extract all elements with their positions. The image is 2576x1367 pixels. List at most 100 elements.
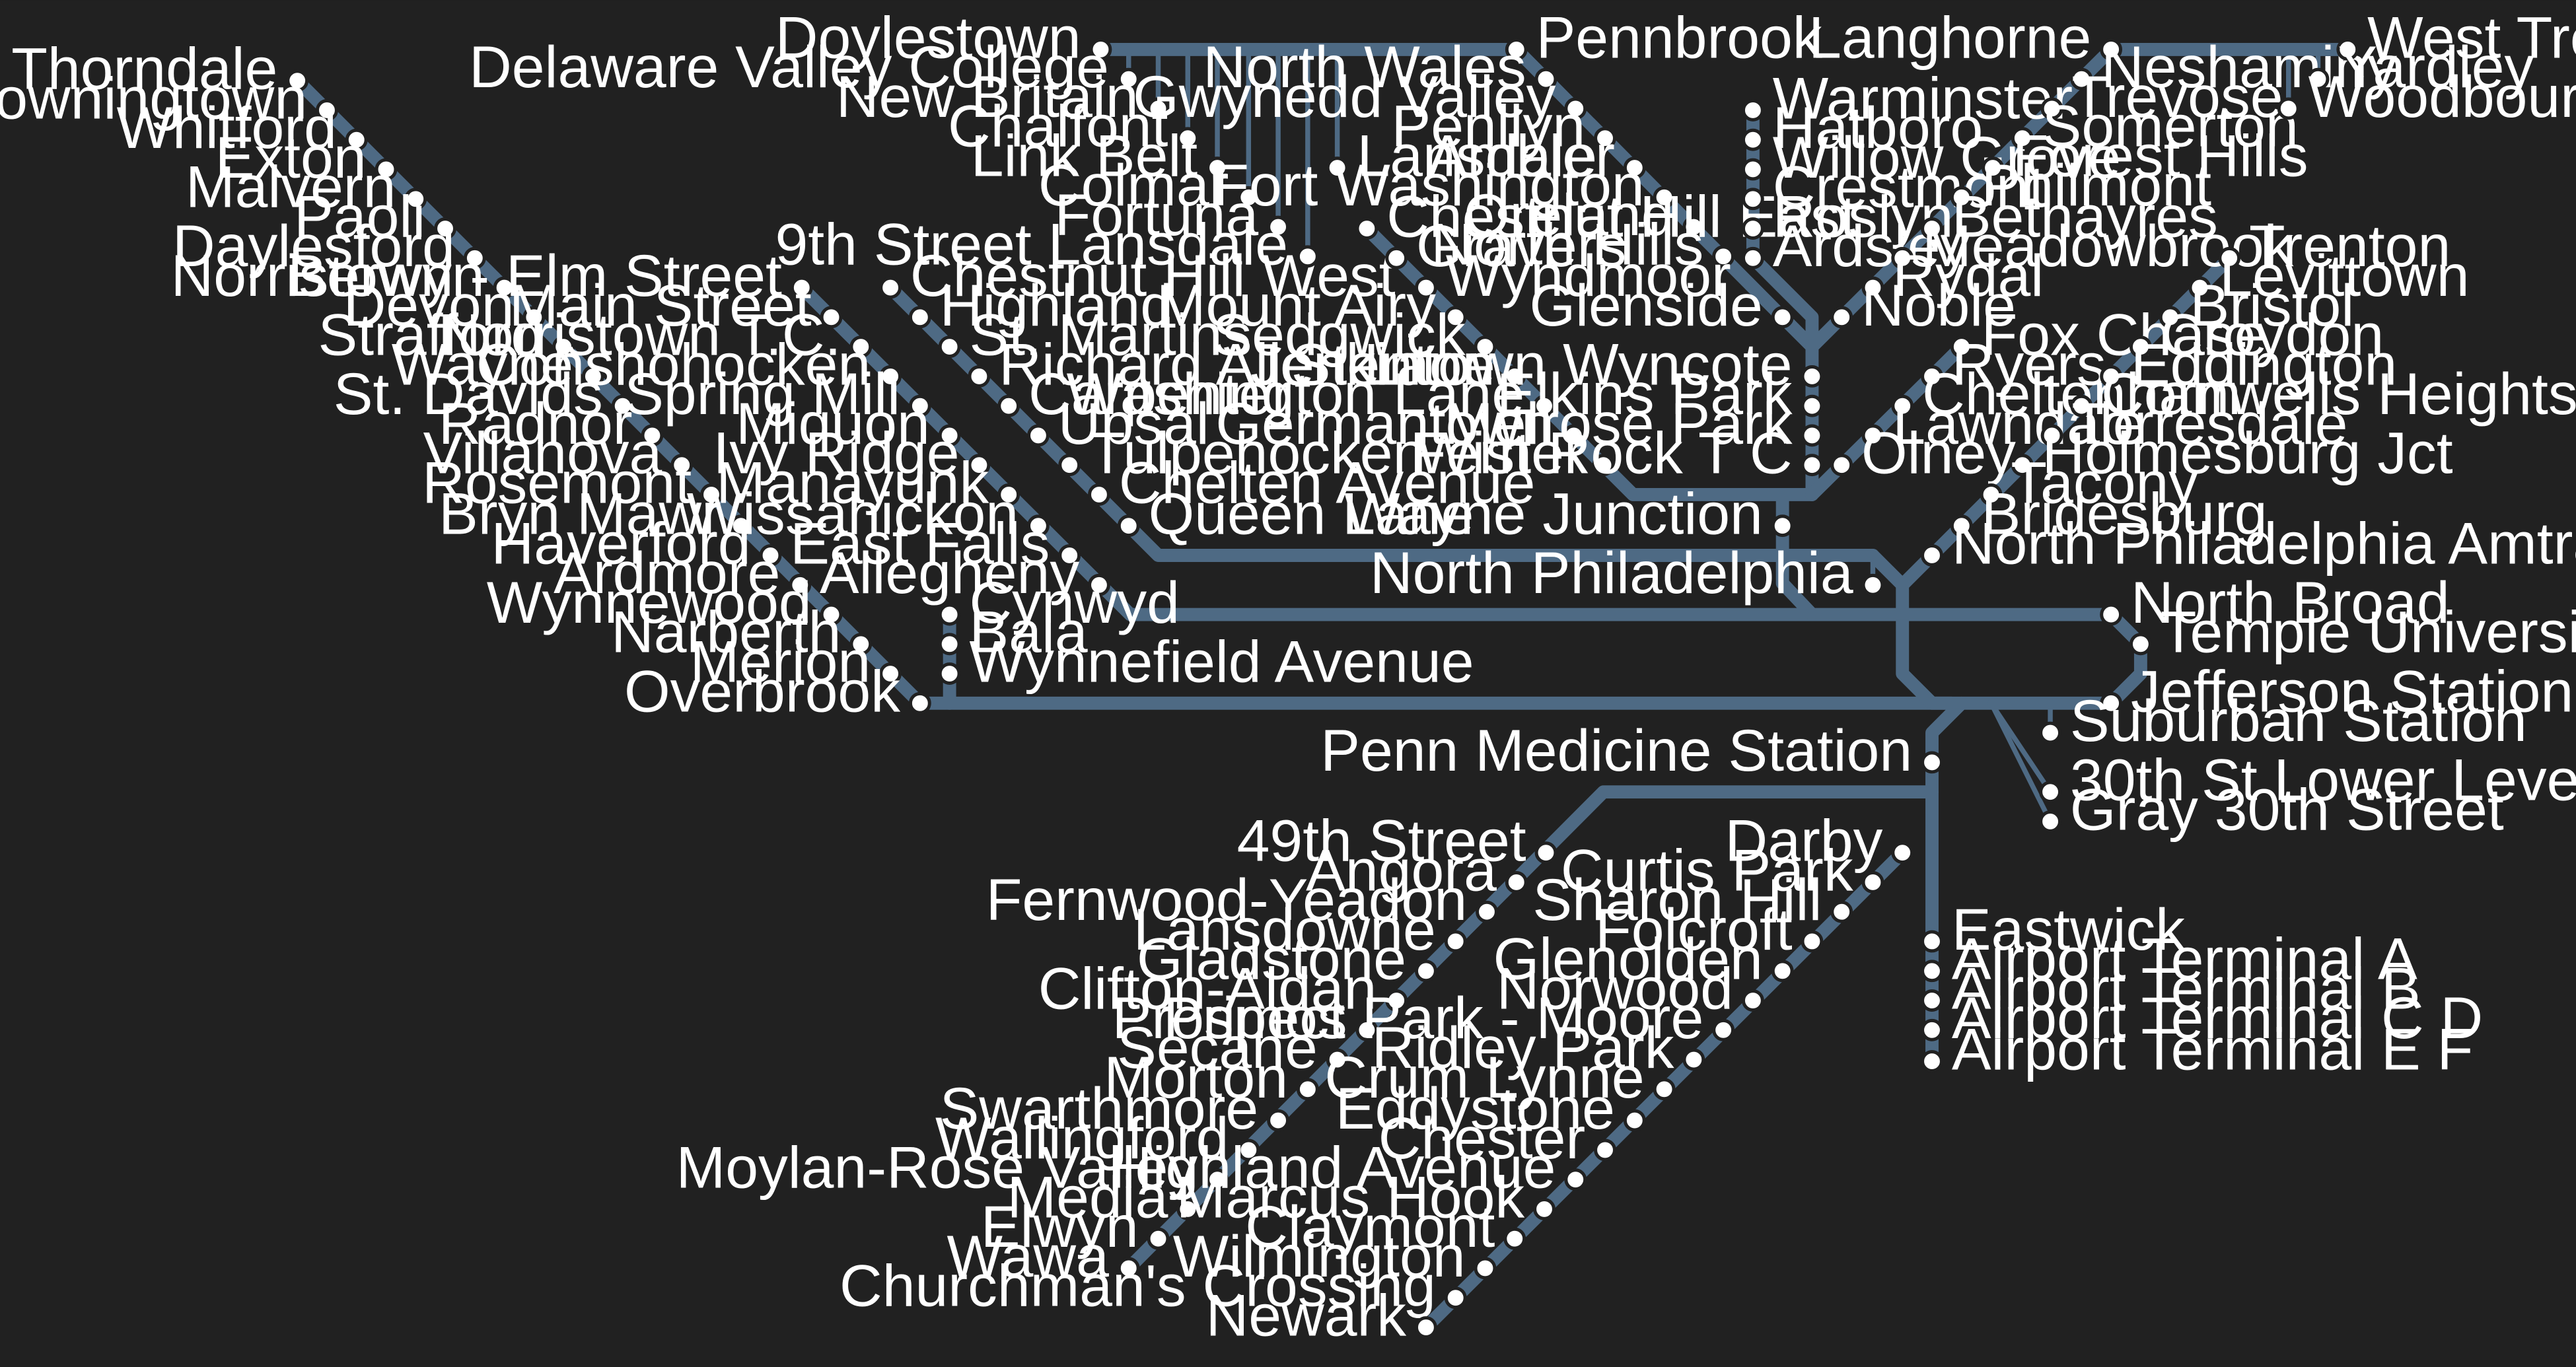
station-dot[interactable] (2188, 276, 2211, 299)
station-mount-airy[interactable]: Mount Airy (1157, 272, 1467, 338)
station-yardley[interactable]: Yardley (2307, 34, 2534, 100)
station-wynnewood[interactable]: Wynnewood (487, 569, 843, 635)
station-germantown[interactable]: Germantown (1215, 390, 1585, 456)
station-dot[interactable] (1891, 841, 1914, 864)
station-primos[interactable]: Primos (1163, 985, 1378, 1051)
station-dot[interactable] (404, 188, 427, 211)
station-pennbrook[interactable]: Pennbrook (1505, 4, 1822, 70)
station-east-falls[interactable]: East Falls (790, 510, 1081, 576)
station-gray-30th-street[interactable]: Gray 30th Street (2039, 776, 2504, 842)
station-dot[interactable] (790, 276, 813, 299)
station-dot[interactable] (1534, 841, 1557, 864)
station-dot[interactable] (1296, 1078, 1319, 1101)
station-jenkintown-wyncote[interactable]: Jenkintown Wyncote (1250, 331, 1824, 397)
station-dot[interactable] (938, 662, 961, 685)
station-morton[interactable]: Morton (1104, 1044, 1319, 1110)
station-bristol[interactable]: Bristol (2159, 272, 2354, 338)
station-dot[interactable] (938, 603, 961, 626)
station-dot[interactable] (581, 365, 604, 388)
station-gwynedd-valley[interactable]: Gwynedd Valley (1133, 63, 1587, 129)
station-crum-lynne[interactable]: Crum Lynne (1324, 1044, 1676, 1110)
station-dot[interactable] (522, 306, 546, 329)
station-norwood[interactable]: Norwood (1497, 955, 1764, 1021)
station-dot[interactable] (1355, 1018, 1378, 1041)
station-dot[interactable] (2307, 67, 2330, 90)
station-dot[interactable] (375, 158, 398, 181)
station-rydal[interactable]: Rydal (1861, 242, 2044, 308)
station-dot[interactable] (1385, 246, 1408, 269)
station-dot[interactable] (1801, 454, 1824, 477)
station-wawa[interactable]: Wawa (947, 1223, 1140, 1289)
station-dot[interactable] (1058, 544, 1081, 567)
station-dot[interactable] (1415, 276, 1437, 299)
station-dot[interactable] (1564, 1168, 1587, 1191)
station-dot[interactable] (2039, 781, 2061, 804)
station-dot[interactable] (1088, 483, 1110, 506)
station-dot[interactable] (1982, 157, 2004, 179)
station-dot[interactable] (1533, 394, 1556, 417)
station-dot[interactable] (879, 276, 902, 299)
station-ivy-ridge[interactable]: Ivy Ridge (713, 420, 991, 486)
station-dot[interactable] (1861, 276, 1884, 299)
station-dot[interactable] (2100, 603, 2123, 626)
station-bridesburg[interactable]: Bridesburg (1950, 481, 2268, 547)
station-dot[interactable] (729, 514, 752, 538)
station-wayne[interactable]: Wayne (392, 331, 604, 397)
station-dot[interactable] (1861, 424, 1884, 447)
station-dot[interactable] (1741, 128, 1764, 151)
station-dot[interactable] (1801, 394, 1824, 417)
station-croydon[interactable]: Croydon (2129, 302, 2384, 368)
station-dot[interactable] (434, 217, 456, 240)
station-miquon[interactable]: Miquon (736, 390, 961, 456)
station-penllyn[interactable]: Penllyn (1392, 93, 1616, 159)
station-dot[interactable] (1564, 97, 1587, 120)
station-link-belt[interactable]: Link Belt (971, 122, 1229, 188)
station-dot[interactable] (1562, 424, 1585, 447)
station-dot[interactable] (1237, 186, 1260, 209)
station-dot[interactable] (1415, 960, 1437, 983)
station-ryers[interactable]: Ryers (1921, 331, 2106, 397)
station-dot[interactable] (1741, 989, 1764, 1012)
station-dot[interactable] (879, 662, 902, 685)
station-dot[interactable] (1027, 424, 1050, 447)
station-new-britain[interactable]: New Britain (836, 63, 1170, 129)
station-carpenter[interactable]: Carpenter (997, 361, 1291, 427)
station-st-martins[interactable]: St. Martins (938, 302, 1252, 368)
station-dot[interactable] (1476, 900, 1498, 923)
station-dot[interactable] (2218, 246, 2241, 269)
station-dot[interactable] (1921, 751, 1943, 774)
station-dot[interactable] (1385, 989, 1408, 1012)
station-dot[interactable] (1058, 454, 1081, 477)
station-dot[interactable] (1830, 900, 1853, 923)
station-dot[interactable] (700, 483, 723, 506)
station-langhorne[interactable]: Langhorne (1808, 4, 2123, 70)
station-north-broad[interactable]: North Broad (2100, 569, 2450, 635)
station-radnor[interactable]: Radnor (439, 390, 664, 456)
station-chester[interactable]: Chester (1378, 1105, 1616, 1171)
station-berwyn[interactable]: Berwyn (287, 242, 516, 308)
station-dot[interactable] (1296, 245, 1319, 268)
station-north-wales[interactable]: North Wales (1203, 34, 1557, 100)
station-dot[interactable] (463, 246, 486, 269)
station-airport-terminal-b[interactable]: Airport Terminal B (1921, 955, 2421, 1021)
station-dot[interactable] (286, 69, 309, 92)
station-dot[interactable] (670, 454, 694, 477)
station-churchman-s-crossing[interactable]: Churchman's Crossing (840, 1253, 1467, 1319)
station-suburban-station[interactable]: Suburban Station (2039, 687, 2527, 754)
station-dot[interactable] (1117, 67, 1140, 90)
station-dot[interactable] (1741, 246, 1764, 269)
station-dot[interactable] (1088, 573, 1110, 596)
station-fox-chase[interactable]: Fox Chase (1950, 302, 2268, 368)
station-dot[interactable] (1921, 989, 1943, 1012)
station-dot[interactable] (1830, 306, 1853, 329)
station-holmesburg-jct[interactable]: Holmesburg Jct (2011, 420, 2453, 486)
station-torresdale[interactable]: Torresdale (2040, 390, 2347, 456)
station-penn-medicine-station[interactable]: Penn Medicine Station (1320, 717, 1943, 783)
station-dot[interactable] (908, 691, 931, 715)
station-warminster[interactable]: Warminster (1741, 65, 2073, 131)
station-cynwyd[interactable]: Cynwyd (938, 569, 1180, 635)
station-willow-grove[interactable]: Willow Grove (1741, 124, 2121, 190)
station-olney[interactable]: Olney (1830, 420, 2016, 486)
station-rosemont[interactable]: Rosemont (422, 449, 723, 515)
station-eastwick[interactable]: Eastwick (1921, 896, 2186, 962)
